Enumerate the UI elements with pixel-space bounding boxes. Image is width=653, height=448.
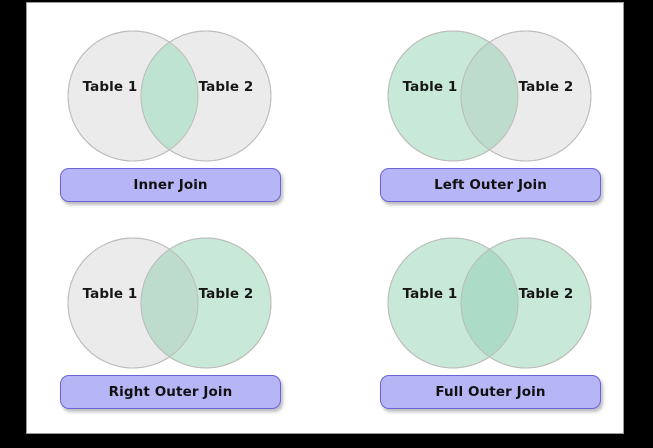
panel-inner-join: Table 1 Table 2 Inner Join: [36, 21, 304, 216]
join-label-full-outer-join[interactable]: Full Outer Join: [380, 375, 601, 409]
venn-intersection: [141, 31, 198, 161]
venn-circle-left-outline: [387, 30, 519, 162]
venn-circle-left-outline: [387, 237, 519, 369]
venn-circle-right-outline: [140, 237, 272, 369]
venn-circle-right-outline: [460, 237, 592, 369]
venn-diagram-right-outer-join: Table 1 Table 2: [36, 228, 304, 378]
panel-left-outer-join: Table 1 Table 2 Left Outer Join: [356, 21, 624, 216]
panel-full-outer-join: Table 1 Table 2 Full Outer Join: [356, 228, 624, 423]
join-label-inner-join[interactable]: Inner Join: [60, 168, 281, 202]
venn-circle-left-outline: [67, 30, 199, 162]
venn-intersection: [461, 31, 518, 161]
venn-intersection: [141, 238, 198, 368]
join-label-right-outer-join[interactable]: Right Outer Join: [60, 375, 281, 409]
venn-circle-right-outline: [140, 30, 272, 162]
venn-diagram-left-outer-join: Table 1 Table 2: [356, 21, 624, 171]
slide-card: Table 1 Table 2 Inner Join Table 1: [26, 2, 624, 434]
join-label-left-outer-join[interactable]: Left Outer Join: [380, 168, 601, 202]
venn-diagram-full-outer-join: Table 1 Table 2: [356, 228, 624, 378]
venn-diagram-inner-join: Table 1 Table 2: [36, 21, 304, 171]
venn-intersection: [461, 238, 518, 368]
panel-right-outer-join: Table 1 Table 2 Right Outer Join: [36, 228, 304, 423]
venn-circle-left-outline: [67, 237, 199, 369]
venn-circle-right-outline: [460, 30, 592, 162]
